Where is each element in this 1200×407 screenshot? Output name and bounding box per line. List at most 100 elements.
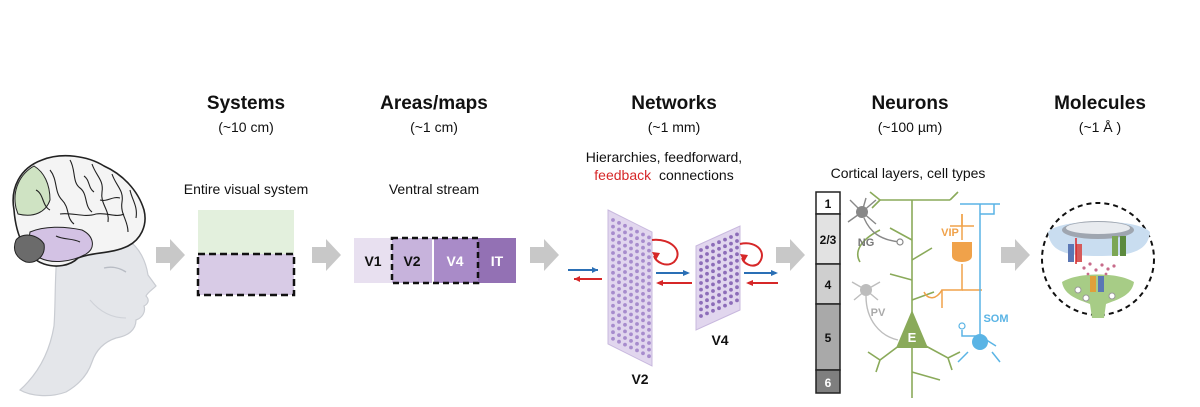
network-unit: [635, 282, 639, 287]
network-unit: [629, 240, 633, 244]
v4-recurrent-arrow: [739, 242, 763, 267]
label-e: E: [908, 330, 917, 345]
network-unit: [611, 251, 615, 255]
network-unit: [717, 240, 721, 245]
network-unit: [611, 270, 615, 275]
network-unit: [617, 240, 621, 245]
network-unit: [705, 258, 709, 263]
network-unit: [629, 226, 633, 231]
network-unit: [735, 265, 739, 270]
network-unit: [711, 302, 715, 307]
network-unit: [729, 268, 733, 272]
network-unit: [717, 279, 721, 284]
title-systems: Systems: [207, 93, 285, 114]
network-unit: [641, 285, 645, 290]
v4-sheet: [695, 225, 741, 331]
network-unit: [623, 230, 627, 235]
network-label-v4: V4: [711, 332, 728, 348]
network-unit: [617, 227, 621, 232]
network-unit: [717, 299, 721, 304]
network-unit: [641, 239, 645, 244]
molecules-panel: [1041, 202, 1155, 318]
network-unit: [641, 278, 645, 283]
network-unit: [623, 270, 627, 274]
network-unit: [735, 258, 739, 263]
pv-neuron: [851, 281, 899, 341]
network-unit: [629, 233, 633, 238]
network-unit: [641, 338, 645, 342]
network-unit: [641, 311, 645, 316]
network-unit: [647, 294, 651, 299]
network-unit: [623, 336, 627, 340]
network-unit: [647, 308, 651, 312]
flow-arrow-2: [312, 239, 341, 271]
network-unit: [623, 289, 627, 294]
network-unit: [629, 279, 633, 284]
vip-soma: [952, 242, 972, 262]
network-unit: [647, 314, 651, 319]
excitatory-soma: [896, 310, 928, 348]
network-unit: [641, 344, 645, 349]
network-unit: [717, 266, 721, 271]
network-unit: [635, 256, 639, 260]
network-unit: [629, 266, 633, 271]
network-unit: [705, 311, 709, 316]
network-unit: [647, 281, 651, 286]
network-unit: [635, 328, 639, 333]
network-unit: [617, 313, 621, 318]
neurotransmitters: [1082, 262, 1116, 276]
network-unit: [635, 262, 639, 267]
network-unit: [729, 281, 733, 286]
network-unit: [641, 298, 645, 303]
network-unit: [705, 304, 709, 309]
som-soma: [972, 334, 988, 350]
level-titles: Systems (~10 cm) Areas/maps (~1 cm) Netw…: [207, 93, 1146, 135]
network-unit: [647, 288, 651, 293]
network-unit: [617, 339, 621, 344]
v2-recurrent-arrow: [651, 238, 679, 266]
network-unit: [735, 252, 739, 257]
network-unit: [623, 316, 627, 321]
network-unit: [623, 276, 627, 281]
network-unit: [699, 261, 703, 266]
network-unit: [699, 307, 703, 312]
network-unit: [635, 249, 639, 254]
scale-areas: (~1 cm): [410, 119, 458, 135]
network-unit: [647, 347, 651, 352]
layer-1: 1: [825, 197, 832, 211]
network-unit: [729, 248, 733, 253]
network-unit: [617, 260, 621, 265]
network-unit: [635, 229, 639, 234]
network-unit: [611, 330, 615, 335]
ventral-stream-bar: V1 V2 V4 IT: [354, 236, 516, 285]
network-unit: [711, 289, 715, 293]
cortical-layer-column: 1 2/3 4 5 6: [815, 191, 841, 394]
network-unit: [617, 320, 621, 324]
network-unit: [699, 274, 703, 279]
network-unit: [647, 248, 651, 253]
network-unit: [717, 286, 721, 291]
network-unit: [641, 292, 645, 296]
network-unit: [717, 246, 721, 251]
network-unit: [711, 282, 715, 287]
feedback-word: feedback: [594, 167, 652, 183]
network-unit: [647, 255, 651, 260]
area-v2: [392, 238, 433, 283]
network-unit: [617, 293, 621, 298]
network-unit: [635, 275, 639, 280]
network-unit: [611, 244, 615, 249]
network-unit: [647, 301, 651, 306]
network-unit: [705, 298, 709, 303]
network-unit: [723, 250, 727, 255]
network-unit: [647, 334, 651, 339]
network-unit: [723, 244, 727, 249]
network-unit: [611, 323, 615, 328]
network-unit: [617, 267, 621, 271]
network-unit: [723, 290, 727, 295]
network-unit: [635, 242, 639, 247]
network-unit: [717, 293, 721, 297]
network-unit: [629, 253, 633, 257]
network-unit: [723, 283, 727, 288]
scale-systems: (~10 cm): [218, 119, 274, 135]
network-unit: [641, 232, 645, 237]
